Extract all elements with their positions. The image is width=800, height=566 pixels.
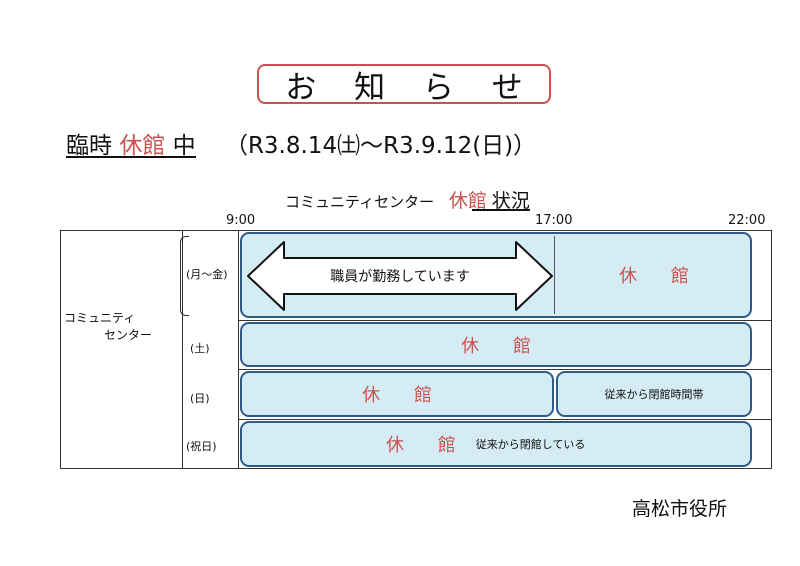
sunday-note: 従来から閉館時間帯 bbox=[604, 388, 704, 401]
subtitle-underline bbox=[472, 209, 530, 211]
facility-label: コミュニティ センター bbox=[64, 310, 182, 344]
period-prefix: 臨時 bbox=[66, 133, 112, 159]
schedule-subtitle: コミュニティセンター 休館 状況 bbox=[285, 186, 530, 213]
sunday-note-cell: 従来から閉館時間帯 bbox=[556, 371, 752, 417]
subtitle-suffix: 状況 bbox=[491, 190, 530, 212]
day-label-saturday: (土) bbox=[190, 342, 210, 355]
day-label-weekday: (月～金) bbox=[186, 268, 228, 281]
holiday-note: 従来から閉館している bbox=[475, 438, 586, 451]
table-divider-facility bbox=[182, 230, 183, 469]
time-divider-17 bbox=[554, 236, 555, 314]
saturday-row: 休 館 bbox=[240, 322, 752, 367]
subtitle-closed: 休館 bbox=[448, 190, 487, 212]
row-divider bbox=[238, 419, 772, 420]
notice-title-text: お 知 ら せ bbox=[285, 69, 537, 106]
period-closed: 休館 bbox=[119, 133, 166, 159]
time-start: 9:00 bbox=[226, 213, 256, 228]
holiday-row: 休 館 従来から閉館している bbox=[240, 421, 752, 467]
period-mid: 中 bbox=[172, 133, 196, 159]
day-bracket bbox=[180, 236, 189, 316]
day-label-holiday: (祝日) bbox=[186, 440, 217, 453]
period-underline bbox=[66, 156, 196, 158]
weekday-closed-label: 休 館 bbox=[619, 266, 703, 287]
facility-label-line1: コミュニティ bbox=[64, 311, 136, 325]
row-divider bbox=[238, 369, 772, 370]
issuer: 高松市役所 bbox=[632, 498, 728, 520]
schedule-table bbox=[60, 230, 772, 469]
sunday-closed-cell: 休 館 bbox=[240, 371, 554, 417]
subtitle-prefix: コミュニティセンター bbox=[285, 193, 435, 211]
day-label-sunday: (日) bbox=[190, 392, 210, 405]
time-mid: 17:00 bbox=[535, 213, 573, 228]
saturday-closed-label: 休 館 bbox=[461, 335, 545, 357]
notice-title: お 知 ら せ bbox=[257, 64, 551, 106]
table-divider-day bbox=[238, 230, 239, 469]
facility-label-line2: センター bbox=[104, 328, 153, 342]
working-label: 職員が勤務しています bbox=[330, 269, 470, 285]
row-divider bbox=[238, 320, 772, 321]
period-dates: （R3.8.14㈯～R3.9.12(日)） bbox=[224, 133, 537, 159]
working-hours-arrow bbox=[247, 241, 553, 311]
sunday-closed-label: 休 館 bbox=[362, 385, 446, 406]
holiday-closed-label: 休 館 bbox=[386, 435, 470, 456]
closure-period: 臨時 休館 中 （R3.8.14㈯～R3.9.12(日)） bbox=[66, 126, 536, 160]
time-end: 22:00 bbox=[728, 213, 766, 228]
